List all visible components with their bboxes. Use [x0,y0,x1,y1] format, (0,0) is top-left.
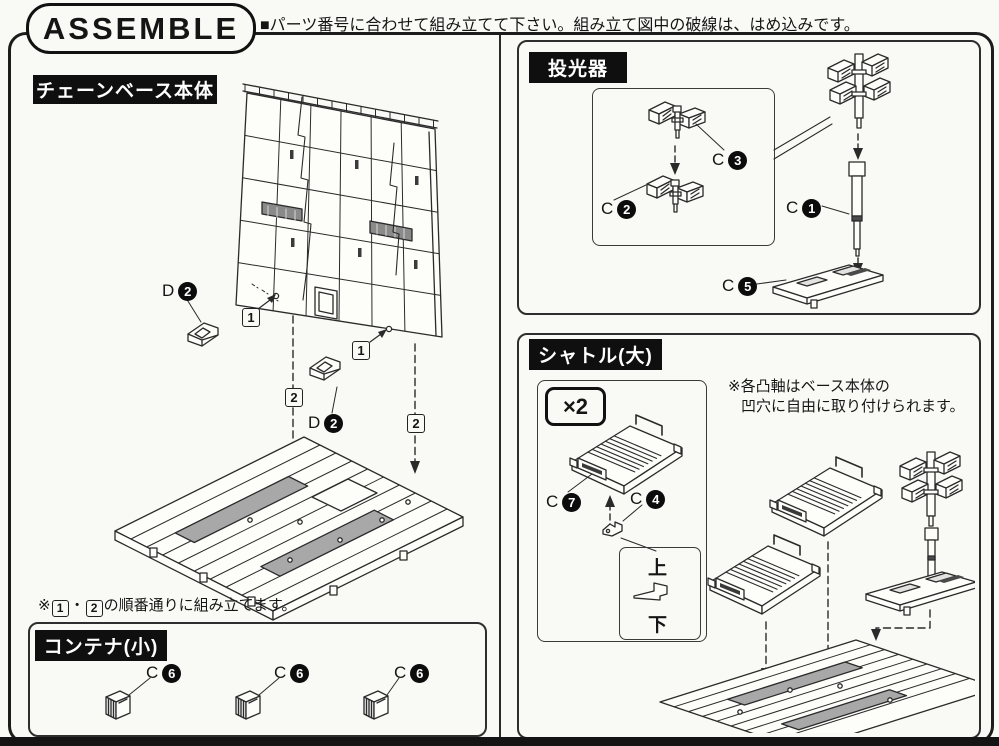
part-letter: C [546,492,559,511]
orientation-part-glyph [633,582,668,601]
placed-shuttle-b-drawing [707,534,821,615]
step-box-1-left: 1 [242,308,260,327]
floodlight-base-c5-drawing [772,264,884,309]
part-number-circle: 6 [162,663,182,683]
part-label-d2-right: D 2 [308,413,344,433]
part-number-circle: 1 [802,198,822,218]
order-note-prefix: ※ [38,597,51,614]
chain-base-plate-drawing [114,436,464,621]
part-letter: C [601,199,614,218]
shuttle-c7-drawing [569,414,683,495]
order-note-step-2: 2 [85,599,103,617]
part-label-c5: C 5 [722,276,758,296]
part-label-c6-2: C 6 [274,663,310,683]
step-box-1-right: 1 [352,341,370,360]
part-letter: C [630,489,643,508]
part-label-c2: C 2 [601,199,637,219]
part-letter: C [146,663,159,682]
bracket-d2-left [187,322,219,347]
part-letter: C [786,198,799,217]
orientation-up-label: 上 [648,558,668,579]
header-note: ■パーツ番号に合わせて組み立てて下さい。組み立て図中の破線は、はめ込みです。 [260,17,860,34]
page-title-text: ASSEMBLE [42,10,240,46]
part-number-circle: 5 [738,276,758,296]
part-number-circle: 6 [410,663,430,683]
part-number-circle: 7 [562,492,582,512]
part-label-c6-1: C 6 [146,663,182,683]
order-note-suffix: の順番通りに組み立てます。 [103,597,297,614]
floodlight-head-c2-drawing [646,175,704,213]
part-label-c4: C 4 [630,489,666,509]
shuttle-subassembly-frame [537,380,707,642]
floodlight-subassembly-frame [592,88,775,246]
page-bottom-edge [0,737,999,746]
quantity-badge: ×2 [545,387,606,426]
placed-floodlight-tower-drawing [865,451,975,616]
section-label-chain-base: チェーンベース本体 [33,75,217,104]
section-label-shuttle: シャトル(大) [529,339,662,370]
clip-c4-drawing [602,521,623,537]
part-letter: C [274,663,287,682]
orientation-box [619,547,701,640]
part-label-c1: C 1 [786,198,822,218]
section-label-floodlight: 投光器 [529,52,627,83]
container-c6-drawing-1 [105,690,131,720]
section-divider [499,35,501,737]
shuttle-base-plate-drawing [659,639,975,733]
floodlight-head-c3-drawing [648,101,706,139]
part-number-circle: 2 [178,281,198,301]
shuttle-note-line2: 凹穴に自由に取り付けられます。 [741,398,965,415]
container-c6-drawing-3 [363,690,389,720]
floodlight-section-frame [517,40,981,315]
part-label-d2-left: D 2 [162,281,198,301]
part-label-c6-3: C 6 [394,663,430,683]
part-letter: D [162,281,175,300]
shuttle-note-line1: ※各凸軸はベース本体の [728,378,890,395]
container-section-frame [28,622,487,737]
part-label-c3: C 3 [712,150,748,170]
orientation-down-label: 下 [648,615,668,636]
order-note-step-1: 1 [51,599,69,617]
order-note-sep: ・ [69,597,85,614]
part-letter: D [308,413,321,432]
step-box-2-right: 2 [407,414,425,433]
part-number-circle: 3 [728,150,748,170]
part-letter: C [394,663,407,682]
page-title: ASSEMBLE [26,3,256,54]
part-number-circle: 4 [646,489,666,509]
floodlight-pole-c1-drawing [848,161,866,257]
part-number-circle: 2 [324,413,344,433]
section-label-container: コンテナ(小) [35,630,167,661]
part-letter: C [722,276,735,295]
part-label-c7: C 7 [546,492,582,512]
part-number-circle: 2 [617,199,637,219]
floodlight-assembled-head-drawing [827,53,891,129]
bracket-d2-right [309,356,341,381]
step-box-2-left: 2 [285,388,303,407]
chain-base-panel-drawing [235,83,443,338]
part-number-circle: 6 [290,663,310,683]
part-letter: C [712,150,725,169]
container-c6-drawing-2 [235,690,261,720]
placed-shuttle-a-drawing [769,456,883,537]
